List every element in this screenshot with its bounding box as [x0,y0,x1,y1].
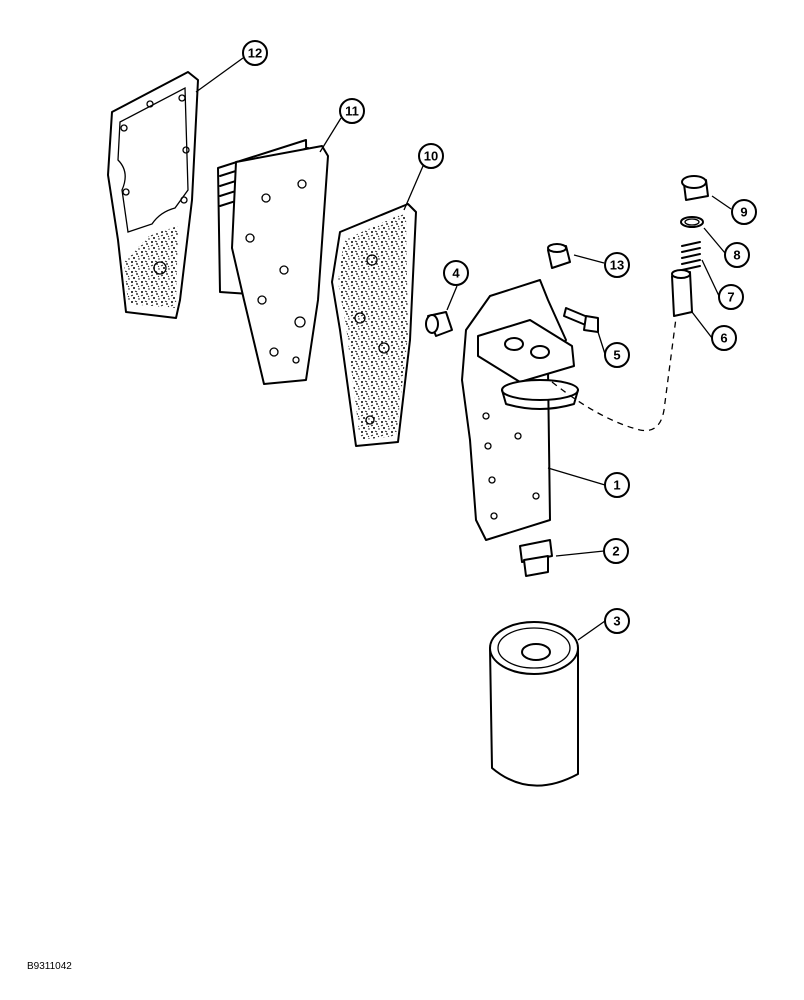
part-10-gasket [331,203,417,447]
leader-lines [195,57,732,641]
callout-5-label: 5 [613,348,620,363]
callout-11-label: 11 [345,104,359,119]
callout-11: 11 [339,98,365,124]
callout-5: 5 [604,342,630,368]
figure-code: B9311042 [27,961,72,972]
callout-4-label: 4 [452,266,460,281]
callout-6-label: 6 [720,331,727,346]
callout-6: 6 [711,325,737,351]
callout-4: 4 [443,260,469,286]
callout-12-label: 12 [248,46,262,61]
callout-7: 7 [718,284,744,310]
part-12-gasket [107,71,199,319]
callout-8: 8 [724,242,750,268]
part-13-plug [547,243,571,269]
part-5-bolt [563,307,599,333]
callout-2: 2 [603,538,629,564]
callout-3: 3 [604,608,630,634]
callout-9: 9 [731,199,757,225]
part-7-spring [681,241,701,271]
part-2-nipple [519,539,553,577]
callout-9-label: 9 [740,205,747,220]
callout-13-label: 13 [610,258,624,273]
part-6-valve [671,269,693,317]
callout-7-label: 7 [727,290,734,305]
part-4-plug [425,311,453,337]
part-1-filter-head [461,279,579,541]
callout-1-label: 1 [613,478,620,493]
callout-10-label: 10 [424,149,438,164]
callout-3-label: 3 [613,614,620,629]
part-9-plug [681,175,709,201]
callout-2-label: 2 [612,544,619,559]
part-11-cooler-core [217,139,329,385]
part-8-seal [680,216,704,228]
callout-13: 13 [604,252,630,278]
callout-1: 1 [604,472,630,498]
part-3-filter [489,621,579,787]
callout-10: 10 [418,143,444,169]
valve-alignment-line [551,317,677,432]
callout-8-label: 8 [733,248,740,263]
callout-12: 12 [242,40,268,66]
